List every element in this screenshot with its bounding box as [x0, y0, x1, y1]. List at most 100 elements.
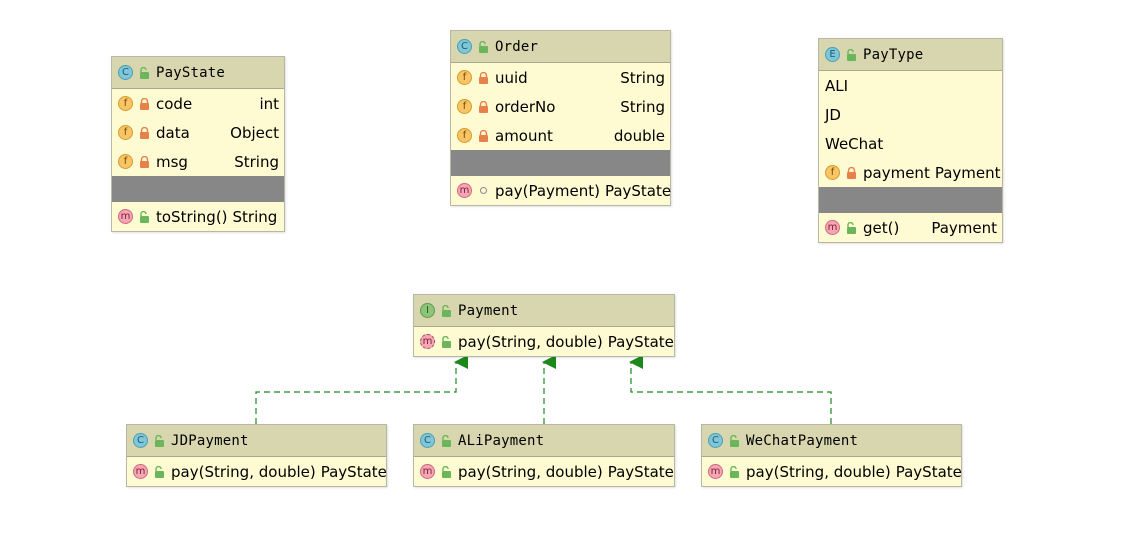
method-row: m toString() String — [112, 202, 284, 231]
public-unlock-icon — [847, 221, 856, 234]
private-lock-icon — [140, 97, 149, 110]
public-unlock-icon — [442, 335, 451, 348]
paytype-enum-box[interactable]: E PayType ALI JD WeChat f payment Paymen… — [818, 38, 1003, 243]
method-return-type: PayState — [895, 462, 962, 481]
method-signature: pay(String, double) — [746, 462, 891, 481]
public-unlock-icon — [847, 48, 856, 61]
jdpayment-class-box[interactable]: C JDPayment m pay(String, double) PaySta… — [126, 424, 387, 487]
order-header: C Order — [451, 31, 670, 63]
method-return-type: PayState — [607, 462, 674, 481]
field-icon: f — [457, 128, 472, 143]
public-unlock-icon — [155, 465, 164, 478]
field-row: f uuid String — [451, 63, 670, 92]
method-icon: m — [118, 209, 133, 224]
method-signature: pay(String, double) — [171, 462, 316, 481]
alipayment-header: C ALiPayment — [414, 425, 674, 457]
field-type: double — [613, 126, 665, 145]
method-return-type: PayState — [604, 181, 672, 200]
alipayment-class-box[interactable]: C ALiPayment m pay(String, double) PaySt… — [413, 424, 675, 487]
payment-header: I Payment — [414, 295, 674, 327]
private-lock-icon — [847, 166, 856, 179]
private-lock-icon — [479, 71, 488, 84]
field-type: String — [620, 68, 665, 87]
field-icon: f — [118, 96, 133, 111]
method-icon: m — [825, 220, 840, 235]
field-name: uuid — [495, 68, 528, 87]
method-row: m pay(Payment) PayState — [451, 176, 672, 205]
payment-interface-box[interactable]: I Payment m pay(String, double) PayState — [413, 294, 675, 357]
field-name: amount — [495, 126, 553, 145]
method-signature: pay(String, double) — [458, 462, 603, 481]
class-icon: C — [708, 433, 723, 448]
class-name: PayType — [863, 46, 924, 63]
method-row: m pay(String, double) PayState — [127, 457, 387, 486]
class-name: PayState — [156, 64, 226, 81]
method-icon: m — [457, 183, 472, 198]
order-class-box[interactable]: C Order f uuid String f orderNo String f… — [450, 30, 671, 206]
field-name: code — [156, 94, 193, 113]
paytype-header: E PayType — [819, 39, 1002, 71]
enum-constant: WeChat — [819, 129, 1002, 158]
jdpayment-realization-edge — [255, 355, 468, 424]
enum-constant: ALI — [819, 71, 1002, 100]
class-name: ALiPayment — [458, 432, 545, 449]
field-row: f amount double — [451, 121, 670, 150]
method-return-type: PayState — [320, 462, 387, 481]
wechatpayment-class-box[interactable]: C WeChatPayment m pay(String, double) Pa… — [701, 424, 962, 487]
field-name: orderNo — [495, 97, 556, 116]
private-lock-icon — [479, 129, 488, 142]
method-return-type: PayState — [607, 332, 674, 351]
enum-constant-name: JD — [825, 105, 841, 124]
jdpayment-header: C JDPayment — [127, 425, 386, 457]
method-icon: m — [133, 464, 148, 479]
public-unlock-icon — [442, 304, 451, 317]
empty-compartment — [112, 176, 284, 202]
abstract-method-icon: m — [420, 334, 435, 349]
class-name: WeChatPayment — [746, 432, 859, 449]
method-row: m pay(String, double) PayState — [414, 327, 674, 356]
field-icon: f — [457, 70, 472, 85]
method-return-type: Payment — [931, 218, 997, 237]
field-row: f code int — [112, 89, 284, 118]
public-unlock-icon — [442, 434, 451, 447]
field-type: Payment — [934, 163, 1001, 182]
field-type: String — [620, 97, 665, 116]
field-type: int — [259, 94, 279, 113]
public-unlock-icon — [730, 465, 739, 478]
public-unlock-icon — [479, 40, 488, 53]
public-unlock-icon — [140, 210, 149, 223]
field-type: String — [234, 152, 279, 171]
field-type: Object — [230, 123, 279, 142]
field-row: f data Object — [112, 118, 284, 147]
wechatpayment-realization-edge — [629, 355, 832, 424]
field-name: data — [156, 123, 190, 142]
field-row: f msg String — [112, 147, 284, 176]
public-unlock-icon — [730, 434, 739, 447]
method-icon: m — [708, 464, 723, 479]
enum-constant-name: ALI — [825, 76, 849, 95]
field-icon: f — [825, 165, 840, 180]
field-name: msg — [156, 152, 188, 171]
field-icon: f — [118, 154, 133, 169]
paystate-header: C PayState — [112, 57, 284, 89]
package-dot-icon — [480, 187, 487, 194]
method-signature: pay(Payment) — [495, 181, 600, 200]
field-row: f payment Payment — [819, 158, 1002, 187]
field-icon: f — [118, 125, 133, 140]
class-icon: C — [457, 39, 472, 54]
class-name: Payment — [458, 302, 519, 319]
class-name: JDPayment — [171, 432, 249, 449]
class-icon: C — [133, 433, 148, 448]
field-name: payment — [863, 163, 930, 182]
field-icon: f — [457, 99, 472, 114]
wechatpayment-header: C WeChatPayment — [702, 425, 961, 457]
method-signature: get() — [863, 218, 900, 237]
field-row: f orderNo String — [451, 92, 670, 121]
method-return-type: String — [232, 207, 278, 226]
private-lock-icon — [140, 126, 149, 139]
interface-icon: I — [420, 303, 435, 318]
class-icon: C — [118, 65, 133, 80]
public-unlock-icon — [140, 66, 149, 79]
paystate-class-box[interactable]: C PayState f code int f data Object f ms… — [111, 56, 285, 232]
enum-icon: E — [825, 47, 840, 62]
